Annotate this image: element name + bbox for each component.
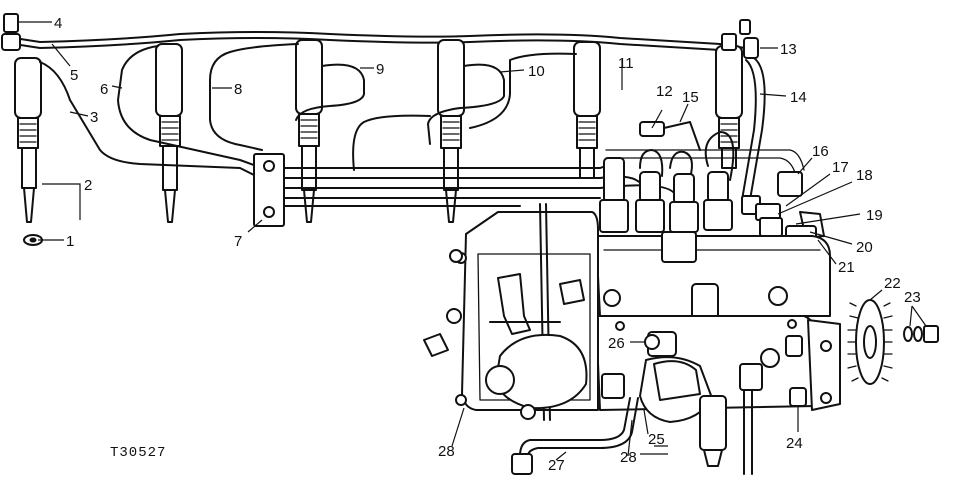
- fuel-transfer-pump: [601, 331, 780, 475]
- callout-11: 11: [618, 55, 634, 72]
- governor-housing: [423, 203, 599, 421]
- callout-4: 4: [54, 15, 62, 32]
- callout-5: 5: [70, 67, 78, 84]
- fuel-delivery-lines: [39, 43, 805, 207]
- injection-nozzle-3: [295, 39, 323, 223]
- callout-28a: 28: [438, 443, 455, 460]
- delivery-valve-fittings: [599, 157, 733, 233]
- callout-9: 9: [376, 61, 384, 78]
- drive-gear: [847, 299, 893, 385]
- injection-nozzle-4: [437, 39, 465, 223]
- callout-18: 18: [856, 167, 873, 184]
- injection-nozzle-2: [155, 43, 183, 223]
- injection-nozzle-5: [573, 41, 601, 179]
- callout-23: 23: [904, 289, 921, 306]
- fuel-supply-line: [511, 397, 639, 475]
- callout-25: 25: [648, 431, 665, 448]
- callout-leader-lines: [18, 21, 927, 461]
- callout-1: 1: [66, 233, 74, 250]
- callout-12: 12: [656, 83, 673, 100]
- callout-15: 15: [682, 89, 699, 106]
- figure-id: T30527: [110, 445, 166, 461]
- pressure-valve-bank: [741, 171, 825, 245]
- callout-10: 10: [528, 63, 545, 80]
- callout-13: 13: [780, 41, 797, 58]
- callout-24: 24: [786, 435, 803, 452]
- callout-20: 20: [856, 239, 873, 256]
- gear-fasteners: [903, 325, 939, 343]
- callout-8: 8: [234, 81, 242, 98]
- callout-19: 19: [866, 207, 883, 224]
- callout-17: 17: [832, 159, 849, 176]
- callout-2: 2: [84, 177, 92, 194]
- injection-pump-body: [595, 231, 841, 411]
- callout-26: 26: [608, 335, 625, 352]
- callout-16: 16: [812, 143, 829, 160]
- leak-off-return-line: [1, 13, 759, 59]
- callout-14: 14: [790, 89, 807, 106]
- callout-27: 27: [548, 457, 565, 474]
- callout-28b: 28: [620, 449, 637, 466]
- line-clamp: [253, 153, 285, 227]
- fuel-connector-fittings: [449, 33, 807, 407]
- callout-7: 7: [234, 233, 242, 250]
- callout-6: 6: [100, 81, 108, 98]
- injection-nozzle-1: [14, 57, 43, 246]
- callout-22: 22: [884, 275, 901, 292]
- callout-labels: 1 2 3 4 5 6 7 8 9 10 11 12 15 13 14 16 1…: [54, 15, 921, 474]
- callout-3: 3: [90, 109, 98, 126]
- callout-21: 21: [838, 259, 855, 276]
